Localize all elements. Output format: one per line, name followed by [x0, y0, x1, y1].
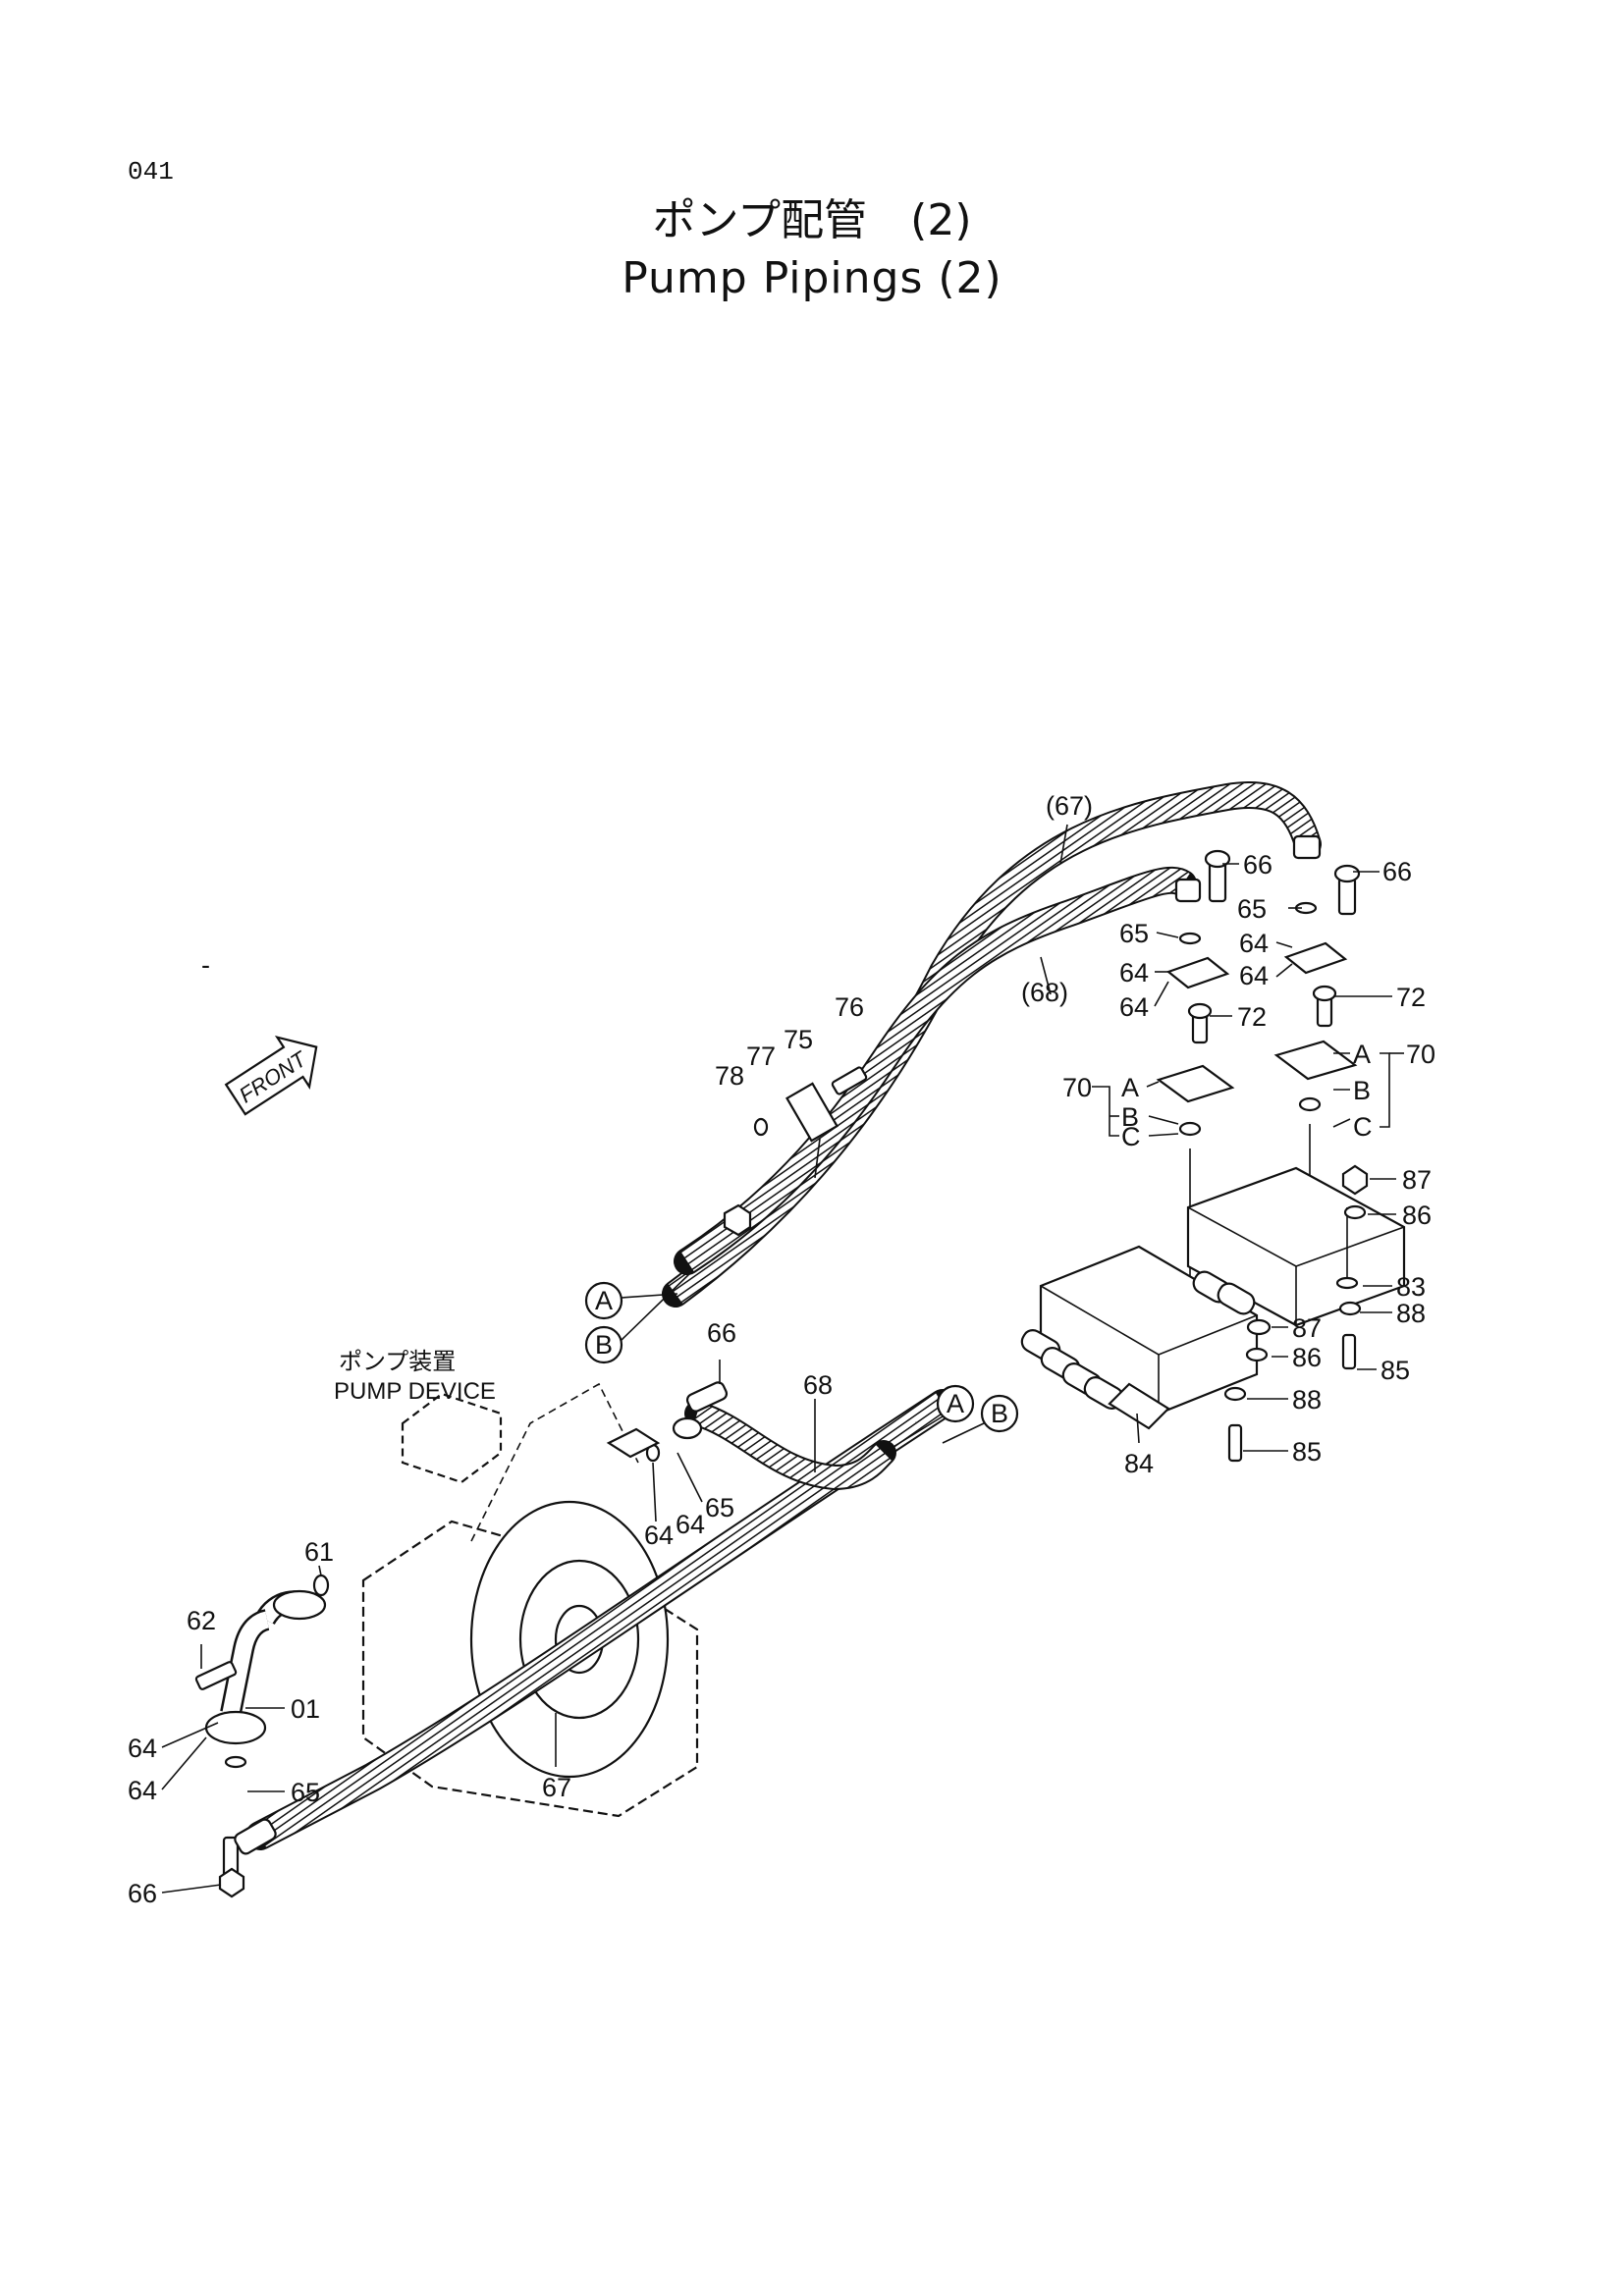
callout-65-right: 65: [1237, 894, 1267, 924]
callout-01: 01: [291, 1694, 320, 1724]
callout-87-bottom: 87: [1292, 1313, 1322, 1343]
callout-abc-right-c: C: [1353, 1112, 1373, 1142]
callout-64-center-a: 64: [644, 1521, 674, 1550]
callout-abc-left-b: B: [1121, 1102, 1139, 1132]
callout-64-mid-b: 64: [1119, 992, 1149, 1022]
callout-61: 61: [304, 1537, 334, 1567]
hose-fitting-68: [1174, 878, 1202, 903]
pump-device-english: PUMP DEVICE: [334, 1378, 496, 1405]
callout-85-top: 85: [1380, 1356, 1410, 1385]
callout-68-paren: (68): [1021, 978, 1068, 1007]
callout-62: 62: [187, 1606, 216, 1635]
callout-84: 84: [1124, 1449, 1154, 1478]
callout-70-right: 70: [1406, 1040, 1435, 1069]
front-arrow: FRONT: [224, 1035, 318, 1116]
callout-88-top: 88: [1396, 1299, 1426, 1328]
callouts: (67) (68) 66 66 65 65 64 64 64 64 72 72 …: [128, 791, 1435, 1908]
marker-a-lower-label: A: [947, 1389, 964, 1418]
title-english: Pump Pipings (2): [622, 253, 1002, 303]
callout-76: 76: [835, 992, 864, 1022]
callout-70-left: 70: [1062, 1073, 1092, 1102]
leader-lines: [161, 824, 1404, 1894]
callout-64-right-a: 64: [1239, 929, 1269, 958]
marker-a-lower: A: [883, 1384, 975, 1454]
clamp-assembly: [723, 1066, 868, 1237]
middle-flange-stack: [1156, 849, 1235, 1276]
callout-66-center: 66: [707, 1318, 736, 1348]
callout-65-center: 65: [705, 1493, 734, 1522]
callout-66-top-right: 66: [1382, 857, 1412, 886]
callout-64-bl-a: 64: [128, 1734, 157, 1763]
title-block: ポンプ配管 (2) Pump Pipings (2): [0, 191, 1624, 307]
callout-72-mid: 72: [1237, 1002, 1267, 1032]
callout-66-bl: 66: [128, 1879, 157, 1908]
marker-b-lower-label: B: [991, 1399, 1008, 1428]
marker-a-upper: A: [584, 1281, 678, 1320]
callout-85-bottom: 85: [1292, 1437, 1322, 1467]
callout-88-bottom: 88: [1292, 1385, 1322, 1415]
callout-64-bl-b: 64: [128, 1776, 157, 1805]
callout-77: 77: [746, 1041, 776, 1071]
upper-hose-68: [674, 866, 1197, 1275]
pump-device-japanese: ポンプ装置: [339, 1349, 456, 1375]
right-flange-stack: [1273, 864, 1361, 1256]
callout-87-top: 87: [1402, 1165, 1432, 1195]
lower-hose-68: [606, 1381, 896, 1491]
callout-86-top: 86: [1402, 1201, 1432, 1230]
marker-b-lower: B: [942, 1394, 1019, 1444]
callout-66-top-mid: 66: [1243, 850, 1272, 880]
valve-hardware: [1223, 1164, 1369, 1463]
callout-83: 83: [1396, 1272, 1426, 1302]
callout-68-center: 68: [803, 1370, 833, 1400]
callout-abc-left-a: A: [1121, 1073, 1139, 1102]
callout-67-paren: (67): [1046, 791, 1093, 821]
title-japanese: ポンプ配管 (2): [652, 195, 972, 245]
marker-a-upper-label: A: [595, 1286, 613, 1315]
hose-fitting-67: [1292, 834, 1322, 860]
callout-64-mid-a: 64: [1119, 958, 1149, 988]
callout-72-right: 72: [1396, 983, 1426, 1012]
callout-65-bl: 65: [291, 1778, 320, 1807]
control-valve-83: [1186, 1166, 1406, 1327]
callout-67-bottom: 67: [542, 1773, 571, 1802]
callout-abc-right-a: A: [1353, 1040, 1371, 1069]
callout-64-center-b: 64: [676, 1510, 705, 1539]
callout-abc-left-c: C: [1121, 1122, 1141, 1151]
callout-75: 75: [784, 1025, 813, 1054]
callout-64-right-b: 64: [1239, 961, 1269, 990]
pipe-01: [194, 1574, 330, 1898]
marker-b-upper-label: B: [595, 1330, 613, 1360]
marker-b-upper: B: [584, 1270, 693, 1364]
callout-86-bottom: 86: [1292, 1343, 1322, 1372]
callout-65-mid: 65: [1119, 919, 1149, 948]
callout-78: 78: [715, 1061, 744, 1091]
page-number: 041: [128, 157, 174, 187]
callout-abc-right-b: B: [1353, 1076, 1371, 1105]
dash-mark: -: [201, 950, 210, 980]
